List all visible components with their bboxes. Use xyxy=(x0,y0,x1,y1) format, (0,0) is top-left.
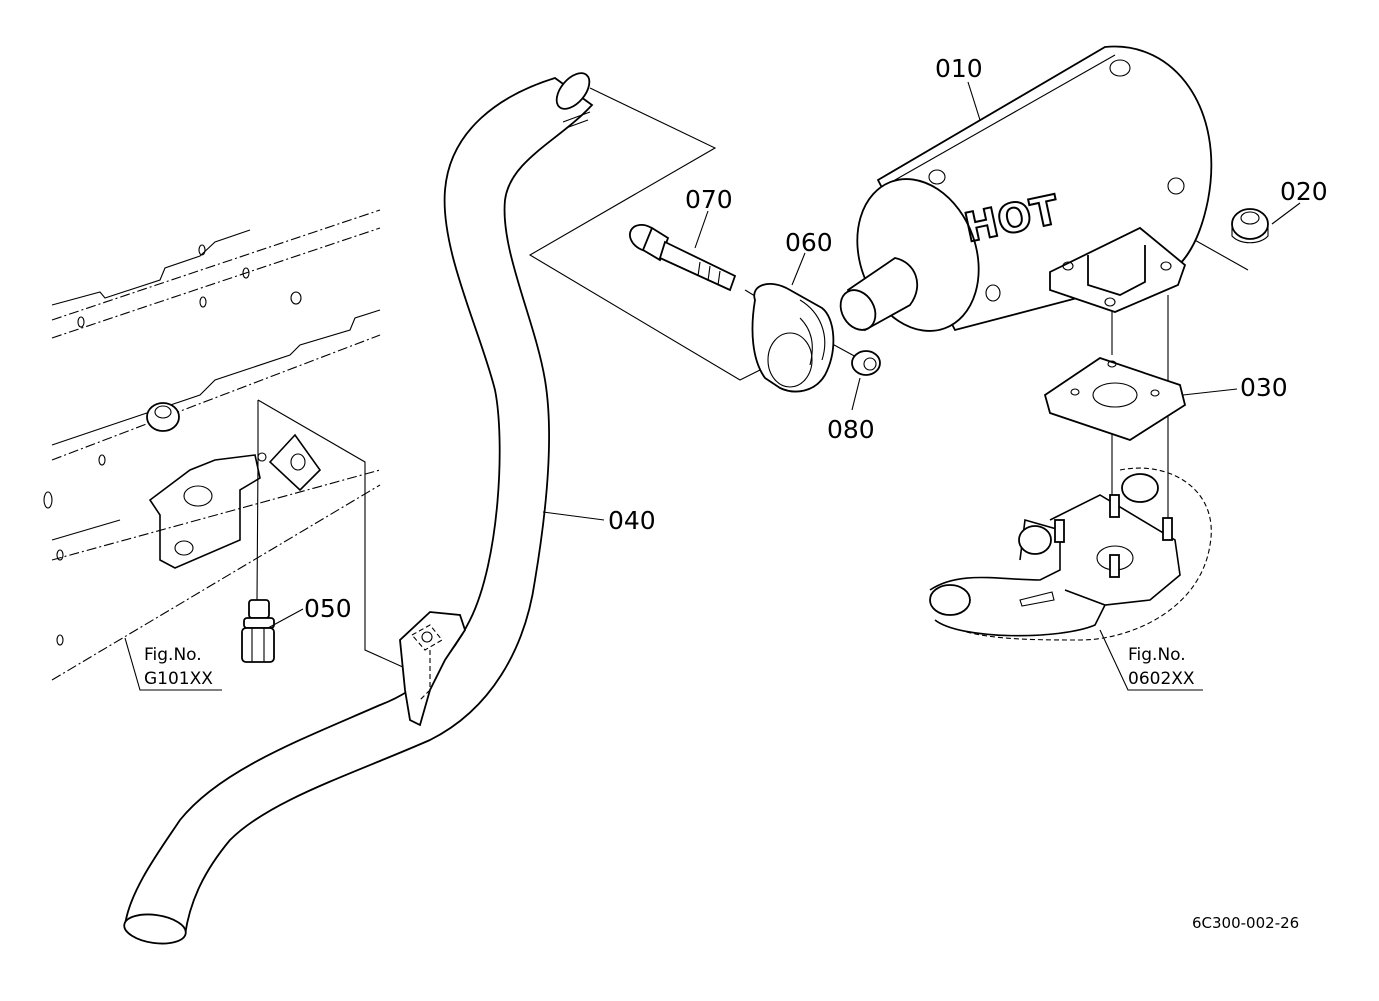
callout-030: 030 xyxy=(1240,373,1288,402)
fig-ref-0602xx-label: Fig.No. xyxy=(1128,645,1186,665)
pipe-clamp xyxy=(751,283,835,393)
callout-020: 020 xyxy=(1280,177,1328,206)
callout-040: 040 xyxy=(608,506,656,535)
fig-ref-g101xx-number: G101XX xyxy=(144,669,213,689)
clamp-bolt xyxy=(629,223,737,292)
callout-010: 010 xyxy=(935,54,983,83)
fig-ref-0602xx-number: 0602XX xyxy=(1128,669,1195,689)
callout-070: 070 xyxy=(685,185,733,214)
drawing-code: 6C300-002-26 xyxy=(1192,914,1299,932)
muffler: HOT xyxy=(839,45,1213,332)
callout-060: 060 xyxy=(785,228,833,257)
callout-leaders xyxy=(124,81,1301,691)
clamp-nut xyxy=(851,350,881,376)
callout-080: 080 xyxy=(827,415,875,444)
frame-phantom xyxy=(43,209,381,681)
exhaust-manifold-phantom xyxy=(929,467,1212,641)
exhaust-pipe xyxy=(123,72,594,945)
flange-nut xyxy=(1231,208,1269,244)
stud-bolt xyxy=(241,599,275,663)
fig-ref-g101xx-label: Fig.No. xyxy=(144,645,202,665)
gasket xyxy=(1043,357,1187,441)
callout-050: 050 xyxy=(304,594,352,623)
